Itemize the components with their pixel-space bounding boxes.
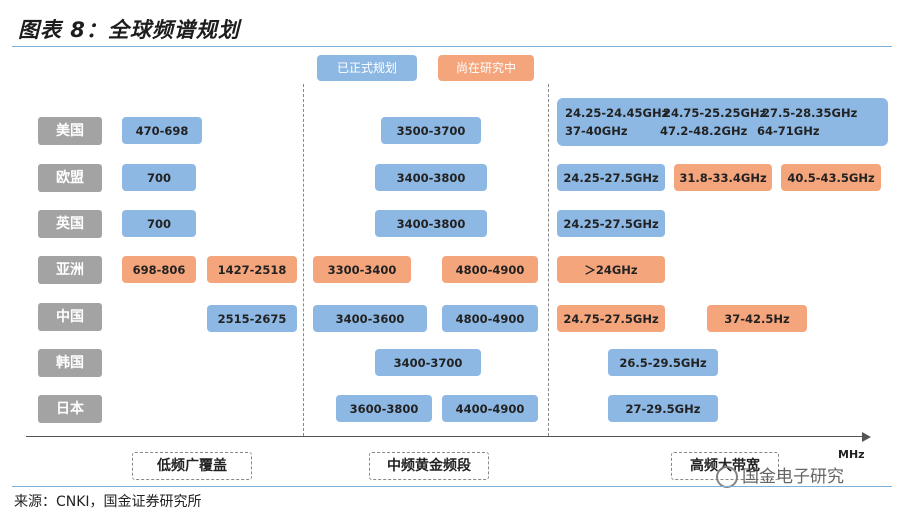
band-china-high-2: 37-42.5Hz [707,305,807,332]
band-us-low: 470-698 [122,117,202,144]
band-us-high-2: 24.75-25.25GHz [663,106,767,120]
band-eu-low: 700 [122,164,196,191]
watermark: 国金电子研究 [716,462,844,488]
band-korea-mid: 3400-3700 [375,349,481,376]
band-uk-mid: 3400-3800 [375,210,487,237]
band-us-high: 24.25-24.45GHz 24.75-25.25GHz 27.5-28.35… [557,98,888,146]
bottom-divider [12,486,892,487]
band-japan-mid-1: 3600-3800 [336,395,432,422]
band-japan-mid-2: 4400-4900 [442,395,538,422]
top-divider [12,46,892,47]
legend-planned: 已正式规划 [317,55,417,81]
region-japan: 日本 [38,395,102,423]
band-china-high-1: 24.75-27.5GHz [557,305,665,332]
band-us-high-1: 24.25-24.45GHz [565,106,669,120]
band-asia-mid-2: 4800-4900 [442,256,538,283]
band-asia-mid-1: 3300-3400 [313,256,411,283]
separator-low-mid [303,84,304,436]
band-eu-high-1: 24.25-27.5GHz [557,164,665,191]
band-uk-high: 24.25-27.5GHz [557,210,665,237]
region-asia: 亚洲 [38,256,102,284]
band-asia-low-2: 1427-2518 [207,256,297,283]
axis-unit: MHz [838,448,865,461]
band-uk-low: 700 [122,210,196,237]
region-korea: 韩国 [38,349,102,377]
band-us-high-5: 47.2-48.2GHz [660,124,748,138]
band-us-high-6: 64-71GHz [757,124,820,138]
axis-arrow-icon [862,432,871,442]
separator-mid-high [548,84,549,436]
band-asia-low-1: 698-806 [122,256,196,283]
source-note: 来源：CNKI，国金证券研究所 [14,494,202,510]
page-title: 图表 8：全球频谱规划 [18,18,240,42]
watermark-text: 国金电子研究 [742,467,844,487]
region-uk: 英国 [38,210,102,238]
category-low: 低频广覆盖 [132,452,252,480]
wechat-icon [716,466,738,488]
band-us-high-4: 37-40GHz [565,124,628,138]
band-japan-high: 27-29.5GHz [608,395,718,422]
region-china: 中国 [38,303,102,331]
band-eu-high-3: 40.5-43.5GHz [781,164,881,191]
band-us-high-3: 27.5-28.35GHz [762,106,858,120]
band-us-mid: 3500-3700 [381,117,481,144]
band-eu-mid: 3400-3800 [375,164,487,191]
band-china-low: 2515-2675 [207,305,297,332]
legend-research: 尚在研究中 [438,55,534,81]
frequency-axis [26,436,864,437]
band-korea-high: 26.5-29.5GHz [608,349,718,376]
region-us: 美国 [38,117,102,145]
region-eu: 欧盟 [38,164,102,192]
band-china-mid-1: 3400-3600 [313,305,427,332]
band-asia-high: ＞24GHz [557,256,665,283]
band-china-mid-2: 4800-4900 [442,305,538,332]
band-eu-high-2: 31.8-33.4GHz [674,164,772,191]
category-mid: 中频黄金频段 [369,452,489,480]
